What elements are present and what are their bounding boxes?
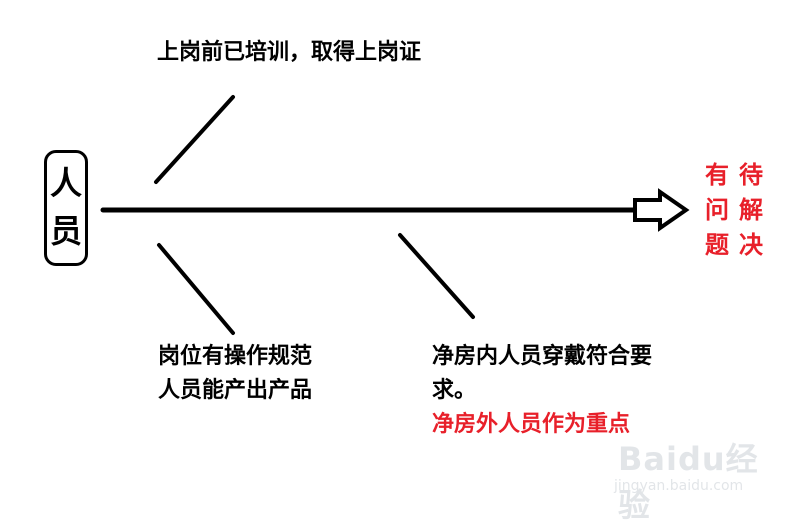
cause-node-box [44,150,88,266]
branch-label-bottom-left-line2: 人员能产出产品 [158,378,313,404]
branch-label-top-left: 上岗前已培训，取得上岗证 [157,40,422,65]
result-char: 有 [705,161,729,189]
spine-arrow-head [633,188,690,232]
cause-node-char-1: 人 [49,164,82,202]
branch-label-bottom-right-line3: 净房外人员作为重点 [432,412,631,438]
fishbone-diagram [100,95,690,335]
watermark: Baidu经验 jingyan.baidu.com [606,430,766,524]
branch-label-bottom-left-line1: 岗位有操作规范 [158,344,313,369]
branch-label-bottom-left: 岗位有操作规范 人员能产出产品 [158,340,312,408]
result-column-right: 待 解 决 [736,158,766,263]
result-char: 问 [705,196,729,224]
watermark-url: jingyan.baidu.com [614,478,744,494]
result-char: 决 [739,231,763,259]
branch-bottom-left [157,243,235,335]
watermark-logo: Baidu经验 [618,440,759,524]
result-char: 解 [739,196,763,224]
cause-node-char-2: 员 [49,212,82,250]
result-char: 待 [739,161,763,189]
result-column-left: 有 问 题 [702,158,732,263]
branch-label-bottom-right-line1: 净房内人员穿戴符合要 [432,344,653,369]
branch-label-bottom-right-line2: 求。 [432,378,477,404]
branch-top-left [154,95,235,184]
result-char: 题 [705,231,729,259]
branch-bottom-right [398,233,475,319]
branch-label-bottom-right: 净房内人员穿戴符合要 求。 净房外人员作为重点 [432,340,652,442]
